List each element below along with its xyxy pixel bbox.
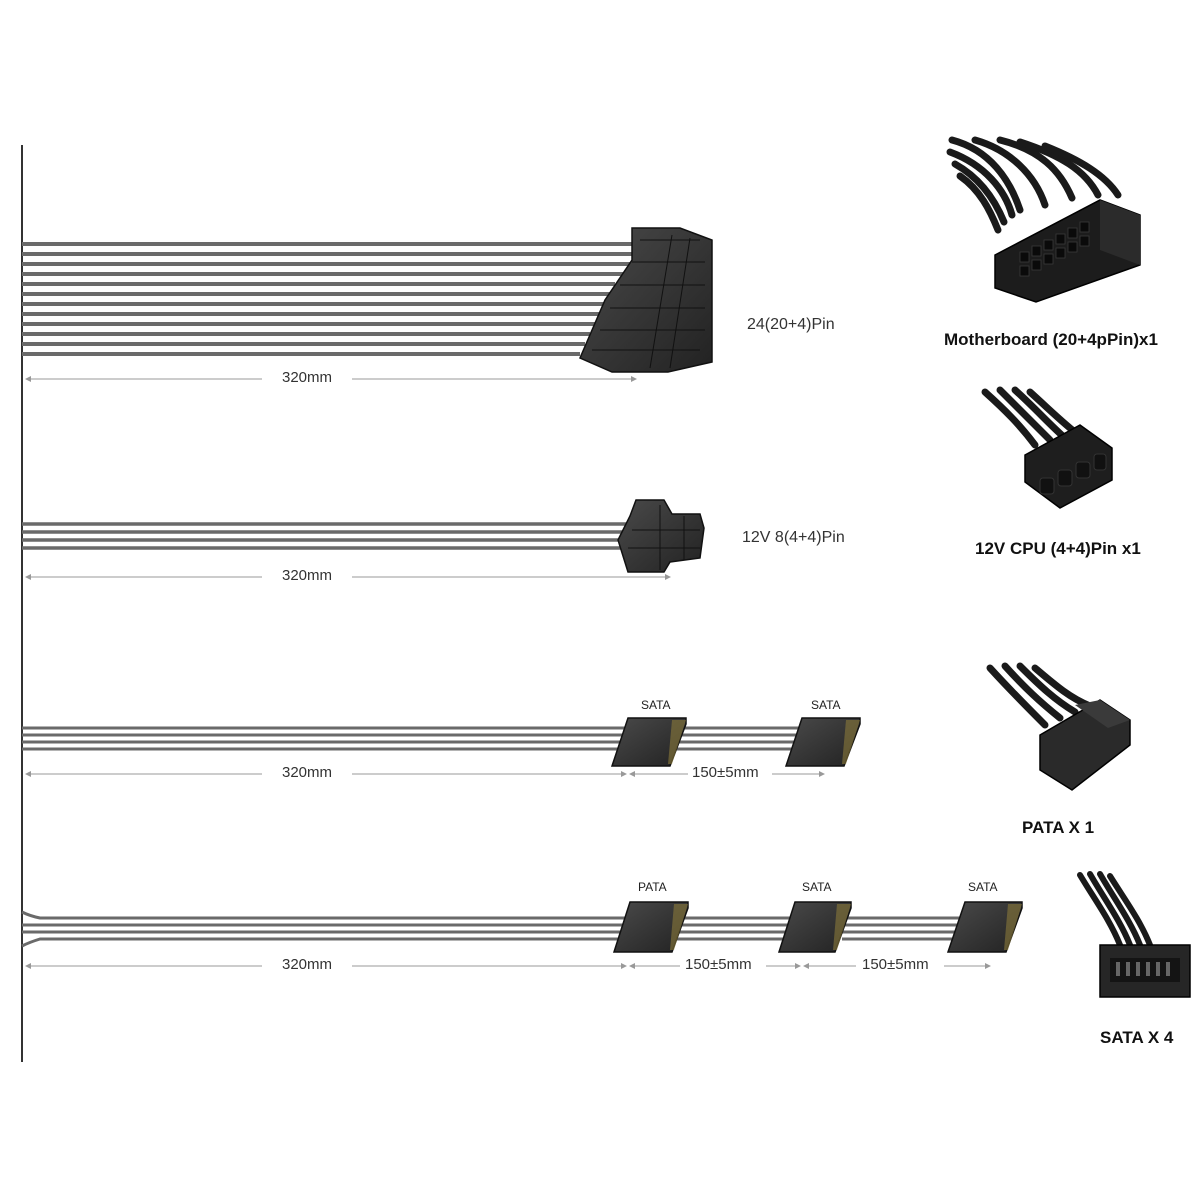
sata-connector-photo bbox=[1077, 871, 1191, 998]
pata-label: PATA bbox=[638, 880, 667, 894]
connector-24pin bbox=[579, 227, 713, 373]
length-8pin: 320mm bbox=[278, 567, 337, 584]
length-mixed: 320mm bbox=[278, 956, 337, 973]
sata-connector-4 bbox=[946, 901, 1023, 953]
sata-connector-2 bbox=[784, 717, 861, 767]
cable-sata bbox=[22, 726, 800, 751]
cable-mixed bbox=[21, 910, 965, 948]
caption-sata: SATA X 4 bbox=[1100, 1028, 1174, 1047]
label-24pin: 24(20+4)Pin bbox=[747, 316, 835, 333]
sata-label-1: SATA bbox=[641, 698, 671, 712]
caption-pata: PATA X 1 bbox=[1022, 818, 1095, 837]
sata-label-3: SATA bbox=[802, 880, 832, 894]
label-8pin: 12V 8(4+4)Pin bbox=[742, 529, 845, 546]
spacing-mixed-1: 150±5mm bbox=[681, 956, 756, 973]
cpu-connector-photo bbox=[981, 386, 1113, 509]
pata-connector bbox=[612, 901, 689, 953]
sata-label-4: SATA bbox=[968, 880, 998, 894]
connector-8pin bbox=[617, 499, 705, 573]
cable-8pin bbox=[22, 522, 640, 550]
caption-motherboard: Motherboard (20+4pPin)x1 bbox=[944, 330, 1158, 349]
sata-label-2: SATA bbox=[811, 698, 841, 712]
pata-connector-photo bbox=[986, 662, 1131, 791]
length-24pin: 320mm bbox=[278, 369, 337, 386]
sata-connector-3 bbox=[777, 901, 852, 953]
caption-cpu: 12V CPU (4+4)Pin x1 bbox=[975, 539, 1141, 558]
spacing-sata: 150±5mm bbox=[688, 764, 763, 781]
cable-24pin bbox=[22, 242, 640, 356]
motherboard-connector-photo bbox=[946, 136, 1141, 303]
sata-connector-1 bbox=[610, 717, 687, 767]
spacing-mixed-2: 150±5mm bbox=[858, 956, 933, 973]
length-sata: 320mm bbox=[278, 764, 337, 781]
